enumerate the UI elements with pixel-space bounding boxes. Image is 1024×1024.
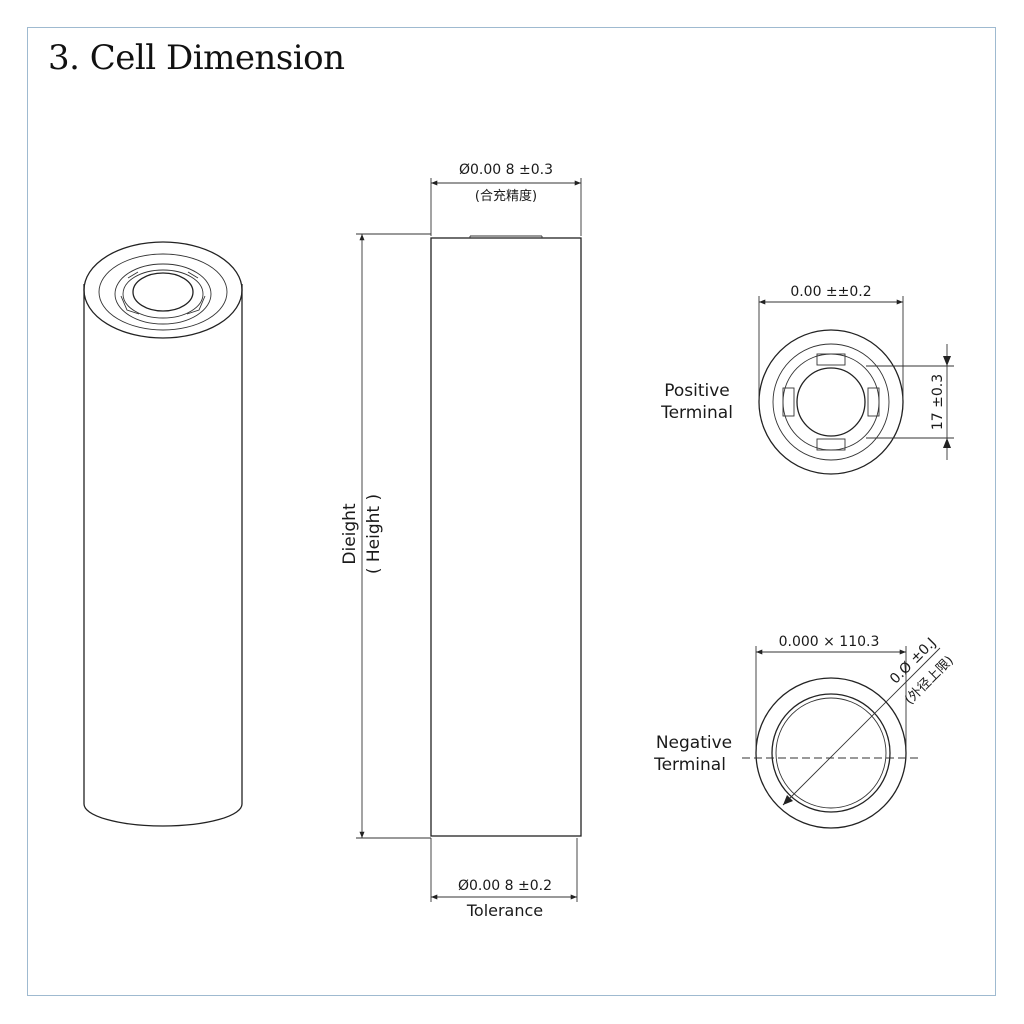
- positive-terminal-view: 0.00 ±±0.2 17 ±0.3 Positive Terminal: [660, 284, 954, 475]
- negative-terminal-label: Negative: [656, 733, 732, 753]
- height-label-english: ( Height ): [364, 494, 384, 574]
- cell-terminal-seal: [122, 269, 204, 319]
- cell-vent-notch: [120, 295, 140, 315]
- negative-base: [775, 697, 887, 809]
- negative-terminal-label: Terminal: [653, 755, 726, 775]
- top-diameter-note: (合充精度): [475, 188, 537, 204]
- height-label: Dieight: [340, 503, 360, 565]
- vent-tab: [782, 387, 795, 417]
- cell-positive-cap: [132, 272, 194, 312]
- negative-inner-rim: [771, 693, 891, 813]
- positive-terminal-label: Positive: [664, 381, 730, 401]
- cell-vent-notch: [186, 295, 206, 315]
- cell-terminal-ring: [114, 263, 212, 325]
- positive-terminal-label: Terminal: [660, 403, 733, 423]
- negative-outer-rim: [755, 677, 907, 829]
- positive-inner-ring: [772, 343, 890, 461]
- negative-width-label: 0.000 × 110.3: [779, 634, 880, 650]
- cell-top-rim: [83, 241, 243, 339]
- bottom-diameter-label: Ø0.00 8 ±0.2: [458, 878, 552, 894]
- vent-tab: [816, 438, 846, 451]
- positive-cap: [796, 367, 866, 437]
- drawing-frame: [27, 27, 996, 996]
- top-diameter-label: Ø0.00 8 ±0.3: [459, 162, 553, 178]
- positive-outer-rim: [758, 329, 904, 475]
- tolerance-label: Tolerance: [466, 901, 543, 920]
- cell-top-inner-ring: [98, 253, 228, 331]
- negative-terminal-view: 0.000 × 110.3 0.Ø ±0.J (外径上限) Negative T…: [653, 634, 957, 829]
- negative-diagonal-dimension-line: [782, 647, 941, 806]
- cell-vent-notch: [127, 271, 139, 279]
- vent-tab: [867, 387, 880, 417]
- side-view: Ø0.00 8 ±0.3 (合充精度) Dieight ( Height ) Ø…: [340, 162, 582, 920]
- cell-3d-illustration: [83, 241, 243, 827]
- page-title: 3. Cell Dimension: [48, 38, 345, 78]
- vent-tab: [816, 353, 846, 366]
- positive-height-label: 17 ±0.3: [930, 374, 946, 430]
- cell-vent-notch: [187, 271, 199, 279]
- side-view-body: [430, 237, 582, 837]
- positive-width-label: 0.00 ±±0.2: [790, 284, 871, 300]
- cell-bottom-edge: [83, 803, 243, 827]
